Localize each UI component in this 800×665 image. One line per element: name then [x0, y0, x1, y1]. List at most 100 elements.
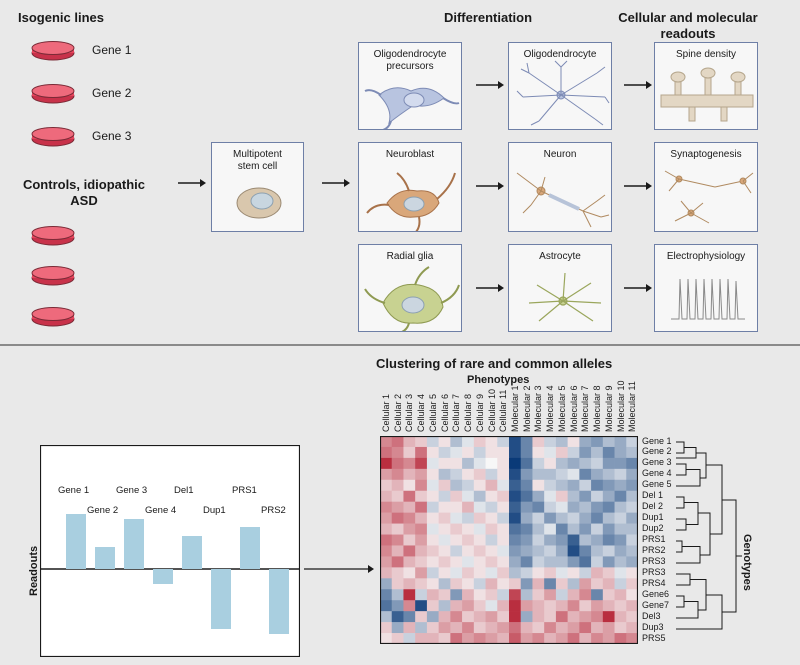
heatmap-cell: [544, 479, 557, 492]
phenotypes-label: Phenotypes: [467, 374, 530, 386]
heatmap-cell: [438, 501, 451, 513]
heatmap-cell: [462, 490, 475, 502]
heatmap-cell: [485, 479, 498, 492]
heatmap-cell: [473, 556, 486, 568]
heatmap-cell: [520, 523, 533, 535]
mature-cell-label: Neuron: [543, 149, 577, 160]
stem-cell-card: Multipotent stem cell: [211, 142, 304, 232]
heatmap-cell: [438, 523, 451, 535]
genotype-row-label: PRS3: [642, 566, 666, 577]
heatmap-cell: [462, 468, 475, 481]
heatmap-cell: [391, 490, 404, 502]
heatmap-cell: [579, 600, 592, 612]
heatmap-cell: [520, 534, 533, 546]
heatmap-cell: [614, 468, 627, 481]
heatmap-cell: [591, 633, 604, 644]
phenotype-column-label: Molecular 6: [568, 385, 579, 432]
heatmap-cell: [426, 578, 439, 590]
arrow-right-icon: [476, 284, 504, 292]
genotypes-label: Genotypes: [741, 534, 753, 591]
arrow-right-icon: [304, 565, 374, 573]
heatmap-cell: [438, 600, 451, 612]
heatmap-cell: [532, 556, 545, 568]
heatmap-cell: [438, 567, 451, 579]
heatmap-cell: [473, 446, 486, 459]
heatmap-cell: [579, 545, 592, 557]
mature-cell-label: Astrocyte: [539, 251, 581, 262]
heatmap-cell: [462, 545, 475, 557]
heatmap-cell: [579, 446, 592, 459]
heatmap-cell: [497, 490, 510, 502]
heatmap-cell: [450, 611, 463, 623]
heatmap-cell: [391, 534, 404, 546]
heatmap-cell: [591, 556, 604, 568]
heatmap-cell: [626, 545, 638, 557]
phenotype-column-label: Cellular 2: [392, 393, 403, 432]
heatmap-cell: [403, 600, 416, 612]
heatmap-cell: [555, 490, 568, 502]
heatmap-cell: [497, 468, 510, 481]
heatmap-cell: [438, 512, 451, 524]
heatmap-cell: [450, 468, 463, 481]
heatmap-cell: [520, 556, 533, 568]
heatmap-cell: [426, 468, 439, 481]
heatmap-cell: [555, 556, 568, 568]
heatmap-cell: [473, 589, 486, 601]
heatmap-cell: [438, 446, 451, 459]
heatmap-cell: [567, 479, 580, 492]
heatmap-cell: [555, 600, 568, 612]
arrow-right-icon: [178, 179, 206, 187]
heatmap-cell: [567, 567, 580, 579]
heatmap-cell: [520, 512, 533, 524]
heatmap-cell: [391, 523, 404, 535]
heatmap-cell: [579, 556, 592, 568]
heatmap-cell: [509, 600, 522, 612]
gene-line-label: Gene 1: [92, 43, 132, 57]
heatmap-cell: [473, 490, 486, 502]
readout-bar: [124, 519, 144, 569]
heatmap-cell: [391, 512, 404, 524]
heatmap-cell: [532, 446, 545, 459]
heatmap-cell: [497, 633, 510, 644]
heatmap-cell: [509, 567, 522, 579]
heatmap-cell: [579, 436, 592, 448]
heatmap-cell: [602, 633, 615, 644]
heatmap-cell: [579, 622, 592, 634]
heatmap-cell: [497, 545, 510, 557]
genotype-row-label: Dup2: [642, 523, 664, 534]
heatmap-cell: [380, 479, 393, 492]
heatmap-cell: [497, 567, 510, 579]
heatmap-cell: [602, 490, 615, 502]
heatmap-cell: [473, 600, 486, 612]
heatmap-cell: [579, 457, 592, 470]
heatmap-cell: [485, 567, 498, 579]
heatmap-cell: [473, 457, 486, 470]
heatmap-cell: [438, 611, 451, 623]
bar-genotype-label: Gene 3: [116, 485, 148, 496]
heatmap-cell: [614, 589, 627, 601]
heatmap-cell: [567, 436, 580, 448]
electrophysiology-card: Electrophysiology: [654, 244, 758, 332]
genotype-row-label: Gene 3: [642, 457, 672, 468]
bar-genotype-label: PRS2: [261, 505, 286, 516]
bar-genotype-label: Dup1: [203, 505, 226, 516]
heatmap-cell: [544, 556, 557, 568]
heatmap-cell: [450, 578, 463, 590]
heatmap-cell: [602, 622, 615, 634]
stem-cell-label: Multipotent stem cell: [233, 149, 282, 172]
heatmap-cell: [614, 501, 627, 513]
heatmap-cell: [485, 446, 498, 459]
heatmap-cell: [602, 468, 615, 481]
heatmap-cell: [403, 512, 416, 524]
heatmap-cell: [415, 468, 428, 481]
heatmap-cell: [485, 578, 498, 590]
heatmap-cell: [497, 589, 510, 601]
heatmap-cell: [450, 545, 463, 557]
heatmap-cell: [485, 600, 498, 612]
heatmap-cell: [497, 436, 510, 448]
assay-label: Spine density: [675, 49, 737, 60]
genotype-row-label: Del 2: [642, 501, 664, 512]
isogenic-lines-title: Isogenic lines: [18, 10, 104, 25]
heatmap-cell: [391, 556, 404, 568]
heatmap-cell: [544, 589, 557, 601]
